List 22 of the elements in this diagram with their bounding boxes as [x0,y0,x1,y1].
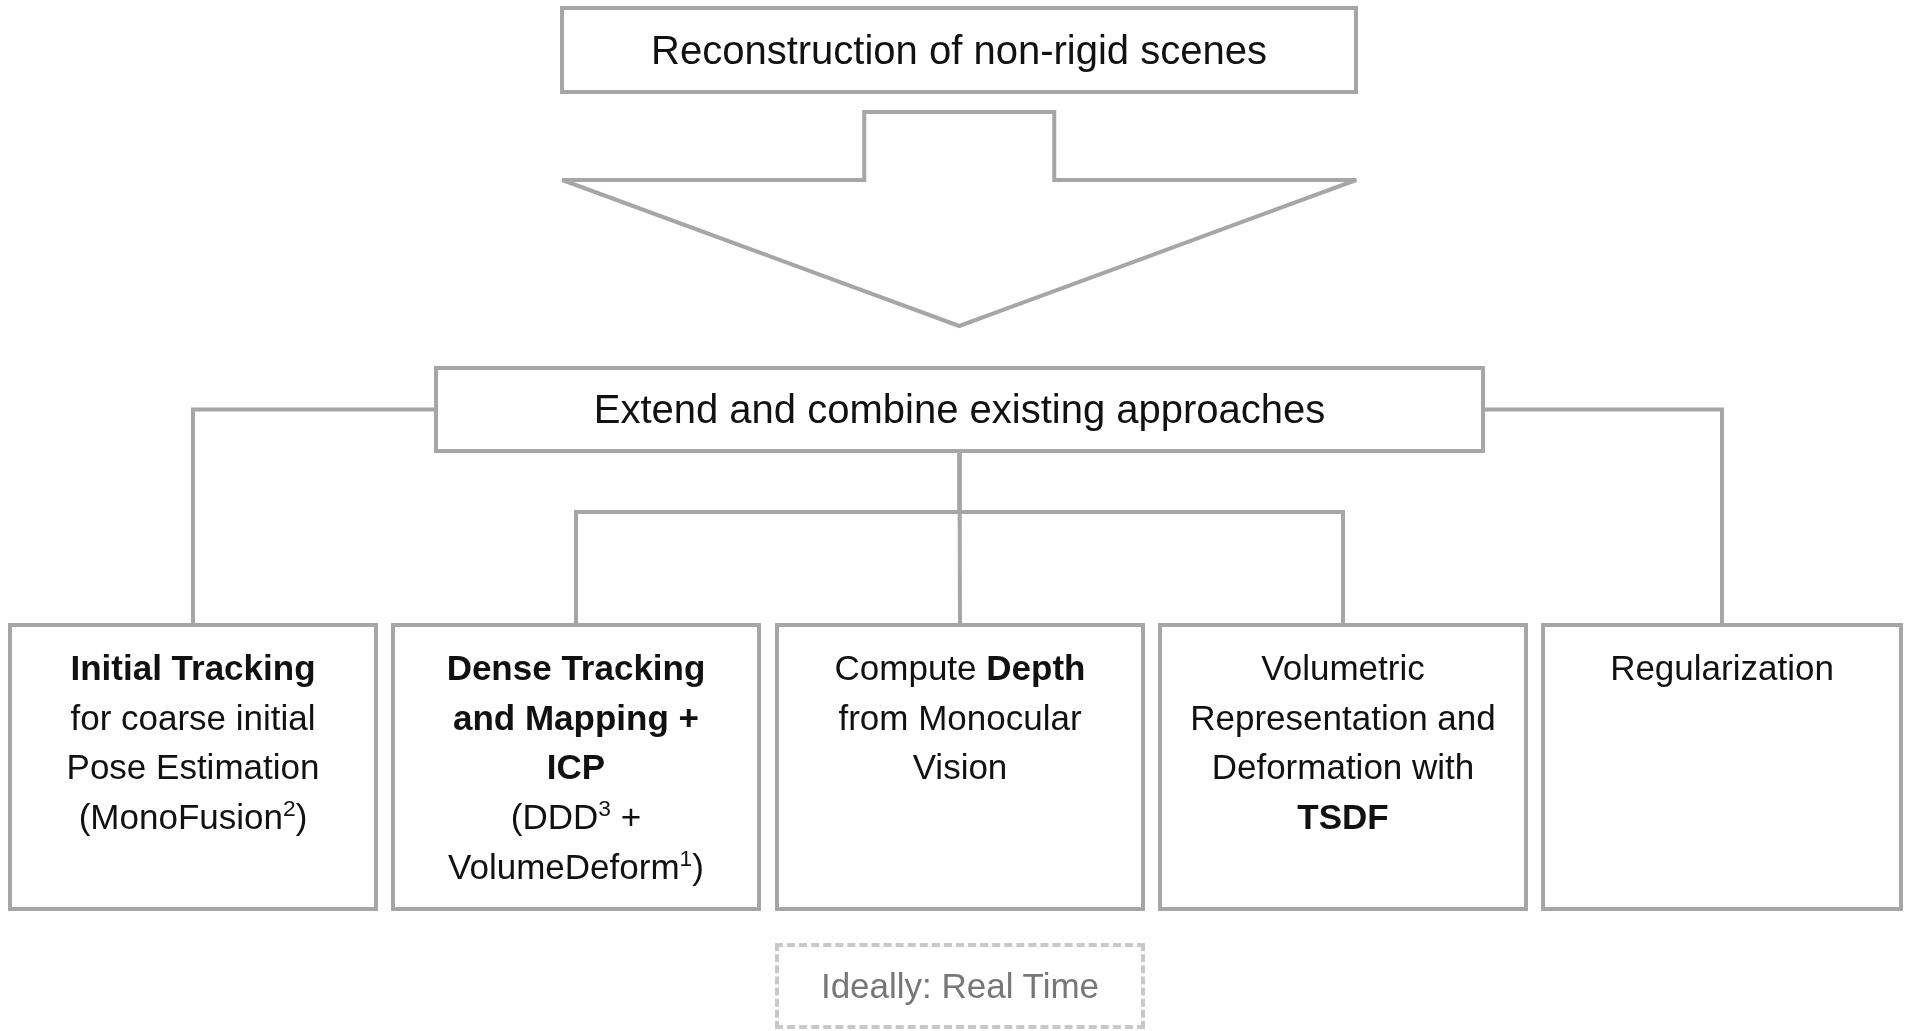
node-label: Compute Depth from Monocular Vision [833,647,1087,789]
node-label: for coarse initial Pose Estimation (MonoFusion$^{2}$) [65,696,321,839]
process-box [434,366,1485,453]
node-heading: Initial Tracking [70,647,316,689]
connector-line [1485,407,1724,623]
node-label: (DDD$^{3}$ + VolumeDeform$^{1}$) [447,794,705,888]
connector-line [191,407,434,623]
process-box [8,623,378,911]
note-box [775,943,1145,1029]
process-box [391,623,761,911]
node-label: Ideally: Real Time [820,965,1100,1008]
node-heading: Dense Tracking and Mapping + ICP [445,647,707,789]
connector-line [957,453,1345,623]
process-box [775,623,1145,911]
block-arrow [560,110,1359,329]
process-box [1541,623,1903,911]
process-box [1158,623,1528,911]
process-box [560,6,1358,94]
node-label: Reconstruction of non-rigid scenes [651,26,1267,74]
node-label: Extend and combine existing approaches [593,386,1326,434]
node-label: Volumetric Representation and Deformation with TSDF [1189,647,1497,839]
node-label: Regularization [1610,647,1834,689]
